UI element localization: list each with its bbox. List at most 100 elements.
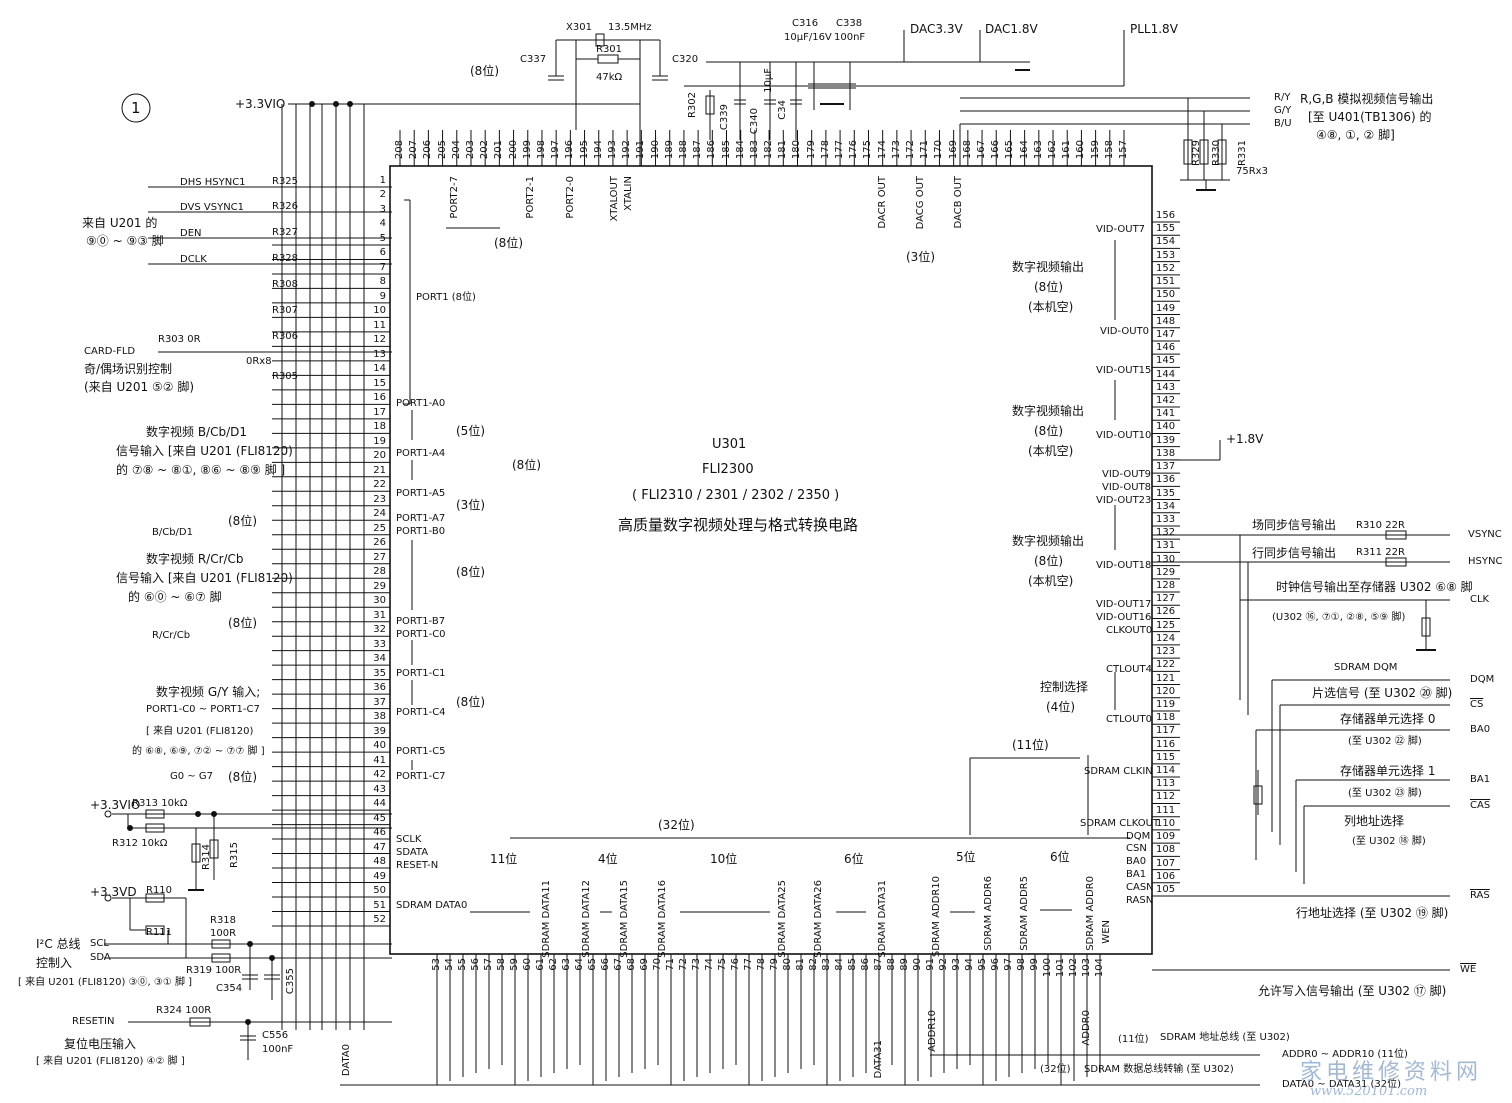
in-vo17: VID-OUT17 [1096,599,1152,610]
in-c4: PORT1-C4 [396,707,446,718]
cap-c340-value: 10μF [763,68,774,93]
data-bus-label: SDRAM 数据总线转输 (至 U302) [1084,1064,1234,1075]
pin-number: 185 [720,140,732,160]
pin-number: 177 [834,140,846,160]
pin-number: 112 [1156,791,1176,803]
pin-number: 127 [1156,593,1176,605]
src-u201-pins: ⑨⓪ ~ ⑨③ 脚 [86,234,164,248]
pin-number: 8 [379,276,386,288]
junction-dot [127,825,133,831]
pin-number: 80 [782,958,793,971]
res-r325: R325 [272,176,299,187]
pin-number: 10 [373,305,386,317]
watermark-url: www.520101.com [1310,1084,1428,1099]
pin-number: 207 [408,140,420,160]
res-r324: R324 100R [156,1005,212,1016]
pin-number: 13 [373,348,386,360]
pin-number: 76 [730,958,741,971]
in-b11: 11位 [490,852,518,866]
pin-number: 110 [1156,817,1176,829]
in-ctl0: CTLOUT0 [1106,714,1152,725]
res-r314: R314 [201,844,212,871]
dvo-3-nc: (本机空) [1028,574,1074,588]
i2c-bus: I²C 总线 [36,937,81,951]
clk-pins: (U302 ⑯, ⑦①, ②⑧, ⑤⑨ 脚) [1272,612,1406,623]
pin-number: 111 [1156,804,1176,816]
pin-number: 128 [1156,580,1176,592]
pin-number: 65 [587,958,598,971]
in-b7: PORT1-B7 [396,616,446,627]
reset-desc: 复位电压输入 [64,1037,137,1051]
in-8bit-c: (8位) [456,695,485,709]
in-clkout0: CLKOUT0 [1106,625,1153,636]
pin-number: 202 [479,140,491,160]
pin-number: 97 [1003,958,1014,971]
in-b10: 10位 [710,852,738,866]
res-r331: R331 [1237,140,1248,167]
in-xtalin: XTALIN [623,176,634,211]
supply-3v3vd: +3.3VD [90,885,137,899]
out-dqm: DQM [1470,674,1495,685]
pin-number: 21 [373,464,386,476]
supply-dac33: DAC3.3V [910,22,963,36]
pin-number: 205 [436,140,448,160]
pin-number: 122 [1156,659,1176,671]
in-dqm: DQM [1126,831,1151,842]
pin-number: 52 [373,914,386,925]
pin-number: 125 [1156,619,1176,631]
gy-l4: 的 ⑥⑧, ⑥⑨, ⑦② ~ ⑦⑦ 脚 ] [132,746,265,757]
pin-number: 144 [1156,368,1176,380]
cas-label: 列地址选择 [1344,814,1405,828]
pin-number: 130 [1156,553,1176,565]
junction-dot [247,941,253,947]
out-vsync: VSYNC [1468,529,1502,540]
in-vo10: VID-OUT10 [1096,430,1152,441]
pin-number: 126 [1156,606,1176,618]
in-b5: 5位 [956,850,976,864]
cap-c355: C355 [285,968,296,995]
in-vo9: VID-OUT9 [1102,469,1152,480]
hsync-label: 行同步信号输出 [1252,546,1337,560]
in-vo7: VID-OUT7 [1096,224,1146,235]
cap-c320: C320 [672,54,699,65]
pin-number: 200 [507,140,519,160]
bus-addr0: ADDR0 [1081,1010,1092,1046]
rgb-desc-3: ④⑧, ①, ② 脚] [1316,128,1395,142]
in-csn: CSN [1126,843,1147,854]
pin-number: 137 [1156,461,1176,473]
pin-number: 182 [763,140,775,160]
in-a0: SDRAM ADDR0 [1085,876,1096,951]
crystal-freq: 13.5MHz [608,22,652,33]
pin-number: 27 [373,551,386,563]
pin-number: 87 [873,958,884,971]
in-8bit-b: (8位) [456,565,485,579]
dvo-3: 数字视频输出 [1012,534,1085,548]
pin-number: 58 [496,958,507,971]
pin-number: 129 [1156,566,1176,578]
rgb-desc-2: [至 U401(TB1306) 的 [1308,110,1432,124]
rcr-l1: 数字视频 R/Cr/Cb [146,552,244,566]
junction-dot [347,101,353,107]
pin-number: 115 [1156,751,1176,763]
pin-number: 191 [635,140,647,160]
in-dacg: DACG OUT [915,176,926,230]
data-bus-out: DATA0 ~ DATA31 (32位) [1282,1079,1402,1090]
pin-number: 196 [564,140,576,160]
in-vo15: VID-OUT15 [1096,365,1152,376]
src-u201: 来自 U201 的 [82,216,158,230]
pin-number: 75 [717,958,728,971]
card-desc: 奇/偶场识别控制 [84,362,173,376]
crystal-ref: X301 [566,22,592,33]
i2c-sda: SDA [90,952,111,963]
pin-number: 4 [379,218,386,230]
in-ba1: BA1 [1126,869,1147,880]
gy-bits: (8位) [228,770,257,784]
pin-number: 69 [639,958,650,971]
res-r306: R306 [272,331,299,342]
pin-number: 17 [373,406,386,418]
pin-number: 39 [373,725,386,737]
in-port1: PORT1 (8位) [416,292,476,303]
pin-number: 74 [704,958,715,971]
pin-number: 178 [819,140,831,160]
